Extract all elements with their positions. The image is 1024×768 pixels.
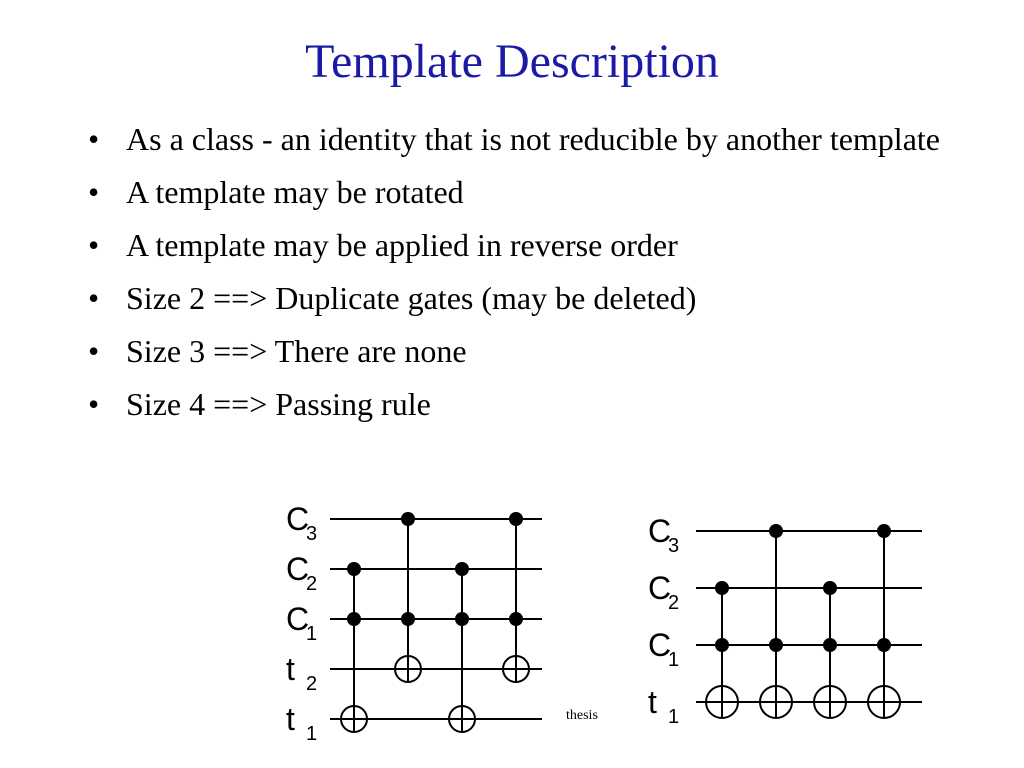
control-dot-icon	[455, 612, 469, 626]
bullet-text: Size 4 ==> Passing rule	[126, 386, 431, 422]
bullet-text: Size 3 ==> There are none	[126, 333, 467, 369]
line-label: t	[286, 701, 295, 737]
line-label-subscript: 1	[668, 706, 679, 725]
control-dot-icon	[401, 512, 415, 526]
line-label-subscript: 1	[668, 649, 679, 671]
bullet-item: • Size 3 ==> There are none	[84, 330, 964, 372]
line-label: C	[648, 513, 671, 549]
bullet-text: Size 2 ==> Duplicate gates (may be delet…	[126, 280, 697, 316]
bullet-dot-icon: •	[88, 333, 100, 369]
slide-title: Template Description	[305, 35, 719, 88]
control-dot-icon	[347, 612, 361, 626]
control-dot-icon	[509, 512, 523, 526]
line-label-subscript: 1	[306, 623, 317, 645]
bullet-item: • A template may be applied in reverse or…	[84, 224, 964, 266]
control-dot-icon	[347, 562, 361, 576]
bullet-dot-icon: •	[88, 386, 100, 422]
control-dot-icon	[715, 638, 729, 652]
line-label: C	[286, 551, 309, 587]
bullet-text: A template may be applied in reverse ord…	[126, 227, 678, 263]
line-label-subscript: 2	[668, 592, 679, 614]
bullet-dot-icon: •	[88, 121, 100, 157]
control-dot-icon	[823, 581, 837, 595]
control-dot-icon	[877, 638, 891, 652]
line-label-subscript: 3	[668, 535, 679, 557]
bullet-list: • As a class - an identity that is not re…	[84, 118, 964, 436]
line-label: t	[648, 684, 657, 720]
bullet-text: As a class - an identity that is not red…	[126, 121, 940, 157]
bullet-dot-icon: •	[88, 280, 100, 316]
bullet-text: A template may be rotated	[126, 174, 464, 210]
control-dot-icon	[455, 562, 469, 576]
bullet-dot-icon: •	[88, 227, 100, 263]
bullet-item: • A template may be rotated	[84, 171, 964, 213]
control-dot-icon	[769, 638, 783, 652]
line-label: C	[648, 570, 671, 606]
line-label-subscript: 2	[306, 573, 317, 595]
control-dot-icon	[877, 524, 891, 538]
line-label: t	[286, 651, 295, 687]
control-dot-icon	[823, 638, 837, 652]
line-label-subscript: 1	[306, 723, 317, 745]
bullet-dot-icon: •	[88, 174, 100, 210]
line-label: C	[286, 501, 309, 537]
line-label-subscript: 3	[306, 523, 317, 545]
bullet-item: • Size 2 ==> Duplicate gates (may be dele…	[84, 277, 964, 319]
control-dot-icon	[715, 581, 729, 595]
line-label: C	[286, 601, 309, 637]
control-dot-icon	[401, 612, 415, 626]
bullet-item: • As a class - an identity that is not re…	[84, 118, 964, 160]
line-label: C	[648, 627, 671, 663]
control-dot-icon	[769, 524, 783, 538]
bullet-item: • Size 4 ==> Passing rule	[84, 383, 964, 425]
line-label-subscript: 2	[306, 673, 317, 695]
control-dot-icon	[509, 612, 523, 626]
caption-text: thesis	[566, 708, 598, 723]
